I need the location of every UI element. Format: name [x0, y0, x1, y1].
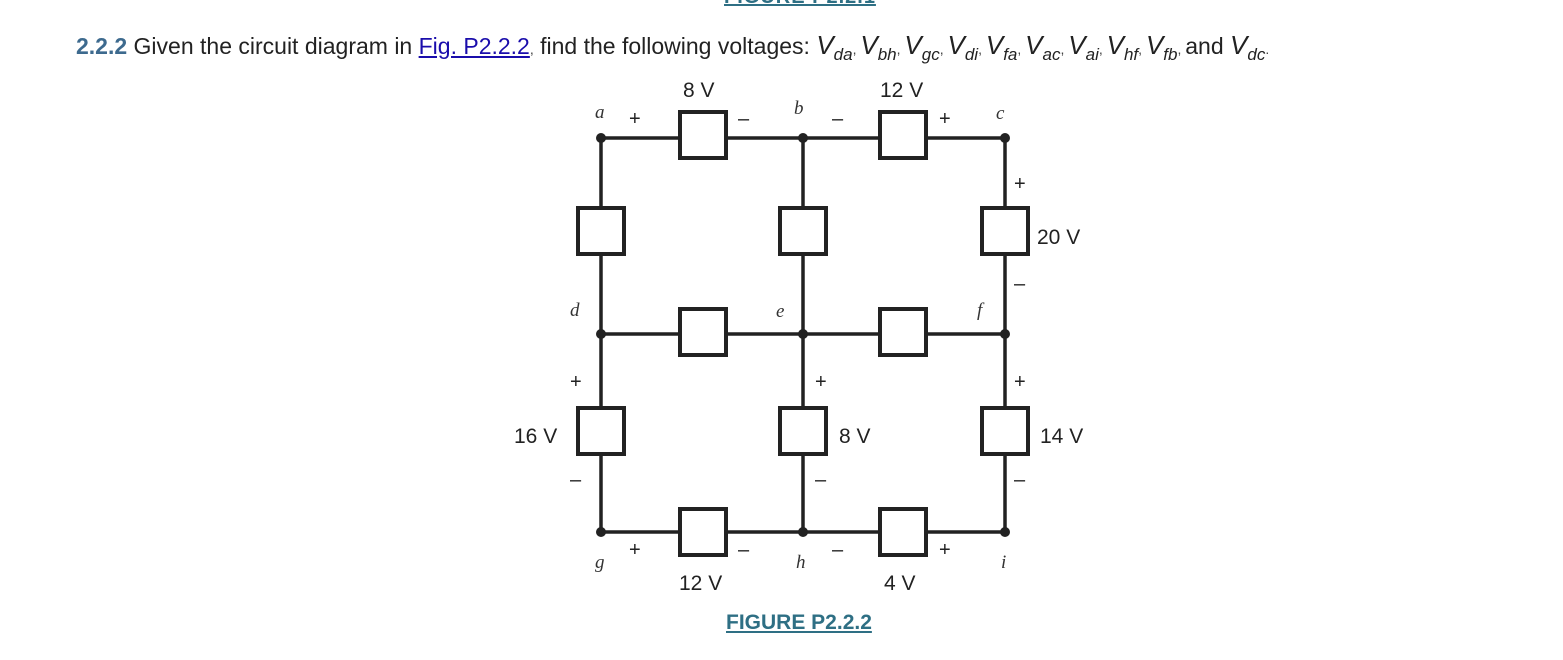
node-dot-c	[1000, 133, 1010, 143]
voltage-item: Vgc	[904, 30, 940, 65]
voltage-label-gh: 12 V	[679, 572, 722, 595]
node-label-a: a	[595, 102, 605, 123]
element-ab	[678, 110, 728, 160]
voltage-item: Vfb	[1145, 30, 1178, 65]
voltage-item: Vai	[1068, 30, 1099, 65]
element-gh	[678, 507, 728, 557]
node-label-d: d	[570, 300, 580, 321]
element-dg	[576, 406, 626, 456]
problem-text-after: find the following voltages:	[540, 33, 810, 59]
node-dot-f	[1000, 329, 1010, 339]
node-label-b: b	[794, 98, 804, 119]
voltage-item: Vbh	[860, 30, 897, 65]
polarity-minus: –	[832, 539, 844, 561]
node-label-h: h	[796, 552, 806, 573]
voltage-item: Vda	[816, 30, 853, 65]
polarity-plus: +	[629, 539, 641, 561]
polarity-plus: +	[629, 108, 641, 130]
polarity-plus: +	[939, 539, 951, 561]
polarity-plus: +	[1014, 173, 1026, 195]
circuit-elements	[576, 110, 1030, 557]
voltage-item: Vdc	[1230, 30, 1266, 65]
node-dot-a	[596, 133, 606, 143]
polarity-minus: –	[832, 108, 844, 130]
element-be	[778, 206, 828, 256]
polarity-minus: –	[738, 108, 750, 130]
polarity-plus: +	[939, 108, 951, 130]
voltage-label-hi: 4 V	[884, 572, 916, 595]
polarity-plus: +	[570, 371, 582, 393]
element-ad	[576, 206, 626, 256]
node-dot-b	[798, 133, 808, 143]
node-dot-i	[1000, 527, 1010, 537]
element-de	[678, 307, 728, 357]
voltage-item: Vhf	[1106, 30, 1139, 65]
voltage-item: Vdi	[947, 30, 979, 65]
voltage-label-bc: 12 V	[880, 79, 923, 102]
node-label-c: c	[996, 103, 1005, 124]
voltage-item: Vfa	[985, 30, 1018, 65]
element-ef	[878, 307, 928, 357]
node-label-g: g	[595, 552, 605, 573]
and-text: and	[1185, 33, 1224, 59]
polarity-minus: –	[570, 469, 582, 491]
polarity-minus: –	[815, 469, 827, 491]
element-cf	[980, 206, 1030, 256]
polarity-plus: +	[815, 371, 827, 393]
problem-number: 2.2.2	[76, 33, 128, 59]
voltage-label-eh: 8 V	[839, 425, 871, 448]
polarity-minus: –	[1014, 469, 1026, 491]
circuit-nodes	[596, 133, 1010, 537]
figure-link[interactable]: Fig. P2.2.2	[418, 33, 530, 59]
voltage-label-dg: 16 V	[514, 425, 557, 448]
polarity-marks: + – – + + – + – + – + – + – – +	[570, 108, 1026, 561]
problem-statement: 2.2.2 Given the circuit diagram in Fig. …	[76, 30, 1270, 65]
voltage-item: Vac	[1025, 30, 1061, 65]
node-dot-h	[798, 527, 808, 537]
polarity-minus: –	[738, 539, 750, 561]
element-fi	[980, 406, 1030, 456]
polarity-minus: –	[1014, 273, 1026, 295]
node-label-i: i	[1001, 552, 1006, 573]
previous-figure-caption: FIGURE P2.2.1	[724, 0, 876, 9]
node-label-e: e	[776, 301, 784, 322]
element-eh	[778, 406, 828, 456]
problem-text-before: Given the circuit diagram in	[133, 33, 413, 59]
node-dot-e	[798, 329, 808, 339]
voltage-list: Vda, Vbh, Vgc, Vdi, Vfa, Vac, Vai, Vhf, …	[816, 30, 1186, 65]
node-label-f: f	[977, 300, 985, 321]
voltage-label-fi: 14 V	[1040, 425, 1083, 448]
voltage-label-cf: 20 V	[1037, 226, 1080, 249]
polarity-plus: +	[1014, 371, 1026, 393]
node-dot-d	[596, 329, 606, 339]
figure-caption: FIGURE P2.2.2	[726, 611, 872, 634]
node-dot-g	[596, 527, 606, 537]
voltage-label-ab: 8 V	[683, 79, 715, 102]
element-hi	[878, 507, 928, 557]
element-bc	[878, 110, 928, 160]
